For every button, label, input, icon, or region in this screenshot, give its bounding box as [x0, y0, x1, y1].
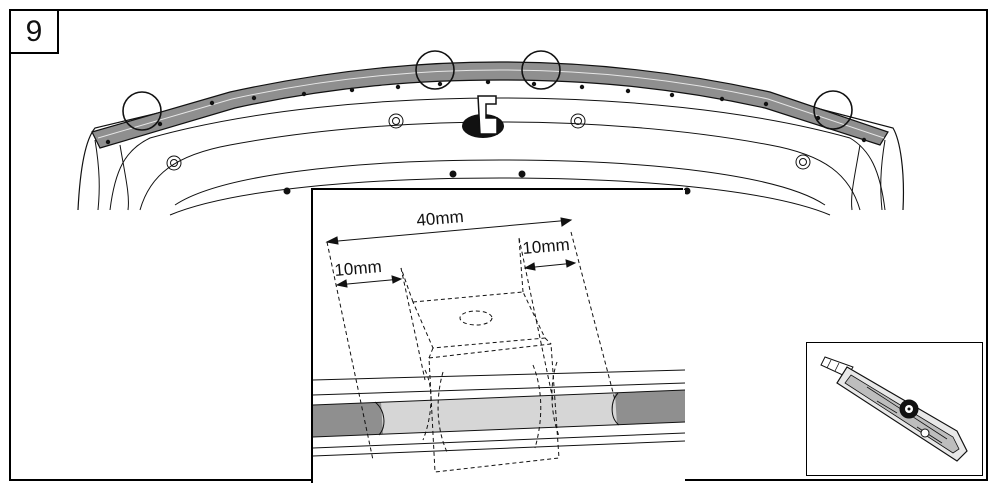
detail-inset: 40mm 10mm 10mm	[311, 188, 685, 485]
bolt-rings	[166, 113, 811, 171]
tape-dots	[105, 79, 867, 145]
step-number: 9	[9, 9, 59, 54]
tool-inset	[806, 342, 983, 476]
detail-drawing: 40mm 10mm 10mm	[313, 190, 685, 485]
highlight-circles	[122, 50, 853, 131]
dimension-left-10mm: 10mm	[334, 257, 383, 280]
tape-strip	[91, 61, 889, 149]
dimension-right-10mm: 10mm	[522, 235, 571, 258]
utility-knife-icon	[820, 356, 968, 462]
latch	[462, 95, 504, 138]
dimension-40mm: 40mm	[416, 207, 465, 230]
mount-dots	[283, 170, 691, 195]
